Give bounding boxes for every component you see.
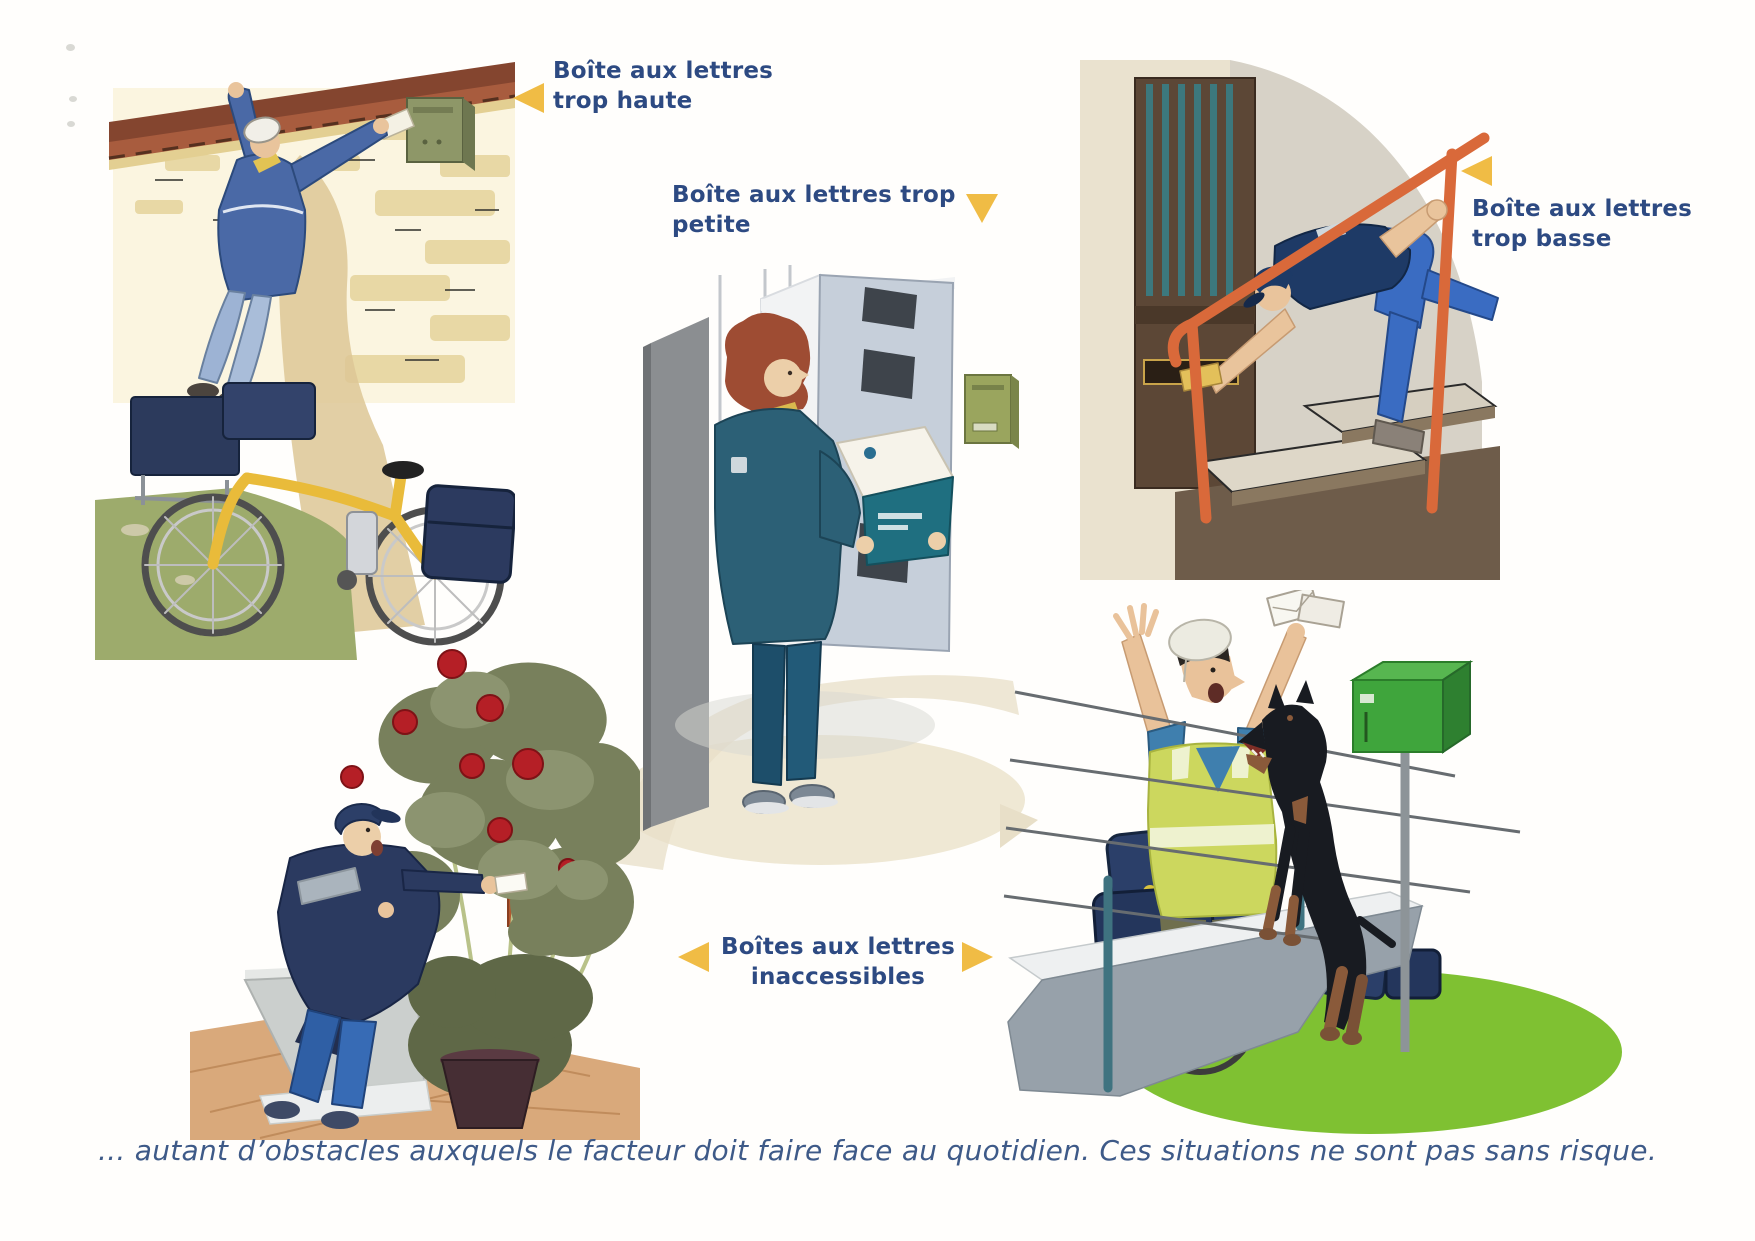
front-rack-crates [130,382,316,506]
label-mailbox-too-high: Boîte aux lettres trop haute [553,56,773,117]
label-line: Boîte aux lettres [553,58,774,84]
label-mailboxes-inaccessible: Boîtes aux lettres inaccessibles [721,932,955,993]
bicycle [141,461,515,646]
illustration-mailbox-behind-bush [190,640,640,1140]
left-wall [643,265,792,831]
postwoman-figure [714,312,954,814]
mailbox-on-post [1349,660,1474,1052]
arrow-left-icon [513,83,544,113]
label-line: petite [672,212,751,239]
label-line: trop basse [1472,226,1612,253]
arrow-left-icon [1461,156,1492,186]
label-line: Boîte aux lettres [1472,196,1693,222]
guard-dog [1238,680,1396,1045]
illustration-mailbox-too-low [1080,60,1500,580]
arrow-down-icon [966,194,998,223]
label-line: Boîtes aux lettres [721,934,955,960]
illustration-mailbox-too-small [615,245,1025,870]
label-line: inaccessibles [750,964,926,991]
label-line: trop haute [553,88,693,115]
handrail [1167,132,1490,524]
scan-blob [1000,804,1038,848]
postman-reaching [264,803,528,1129]
green-mailbox [376,97,475,171]
label-mailbox-too-small: Boîte aux lettres trop petite [672,180,956,241]
green-mailbox-small [964,374,1019,449]
grass [95,488,357,660]
label-mailbox-too-low: Boîte aux lettres trop basse [1472,194,1692,255]
envelopes [1266,590,1345,629]
scan-artifact [69,96,77,102]
gripping-hand [1426,199,1448,221]
page-caption: ... autant d’obstacles auxquels le facte… [97,1134,1658,1167]
label-line: Boîte aux lettres trop [672,182,956,208]
scan-artifact [66,44,75,51]
arrow-left-icon [678,942,709,972]
fence-wires [1003,690,1521,946]
scan-artifact [67,121,75,127]
steps [1175,382,1500,580]
illustration-mailbox-too-high [95,60,515,660]
flower-pot [440,1049,540,1129]
arrow-right-icon [962,942,993,972]
illustration-mailbox-guard-dog [1000,590,1650,1140]
postman-figure [187,82,389,407]
